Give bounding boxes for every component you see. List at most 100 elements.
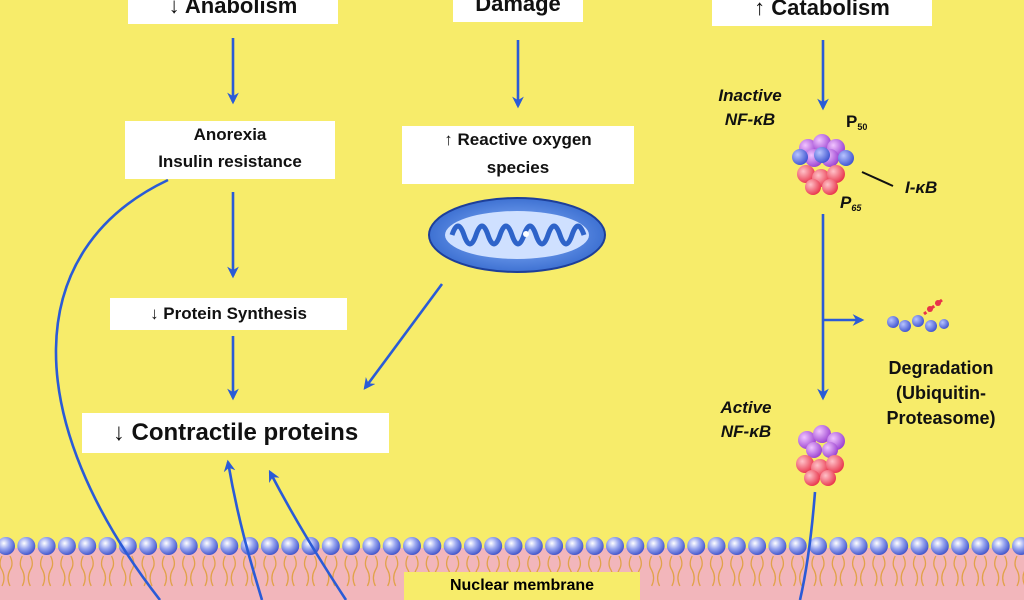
membrane-bead: [849, 537, 868, 555]
lipid-tail: [709, 555, 716, 587]
lipid-tail: [730, 555, 736, 587]
membrane-bead: [646, 537, 665, 555]
lipid-tail: [68, 555, 74, 587]
lipid-tail: [129, 555, 135, 587]
lipid-tail: [303, 555, 310, 587]
arrow-mitochondrion-to-contractile: [363, 283, 444, 390]
membrane-bead: [37, 537, 56, 555]
lipid-tail: [900, 555, 906, 587]
membrane-bead: [910, 537, 929, 555]
inactive-nfkb-complex-icon: [792, 134, 854, 195]
lipid-tail: [1022, 570, 1024, 586]
membrane-bead: [707, 537, 726, 555]
lipid-tail: [941, 555, 947, 587]
lipid-tail: [242, 555, 249, 587]
lipid-tail: [738, 555, 744, 587]
lipid-tail: [121, 555, 127, 587]
membrane-bead: [666, 537, 685, 555]
membrane-bead: [829, 537, 848, 555]
lipid-tail: [372, 555, 379, 587]
arrow-membrane-to-contractile-2: [268, 469, 348, 600]
membrane-bead: [930, 537, 949, 555]
membrane-bead: [423, 537, 442, 555]
lipid-tail: [677, 555, 683, 587]
lipid-tail: [385, 555, 391, 587]
membrane-bead: [382, 537, 401, 555]
lipid-tail: [811, 555, 817, 587]
membrane-bead: [971, 537, 990, 555]
lipid-tail: [161, 555, 168, 587]
membrane-bead: [809, 537, 827, 555]
membrane-bead: [545, 537, 564, 555]
membrane-bead: [403, 537, 421, 555]
anorexia-label: Anorexia: [193, 125, 267, 144]
lipid-tail: [851, 555, 858, 587]
membrane-bead: [991, 537, 1010, 555]
nuclear-membrane: [0, 537, 1024, 600]
p65-label: P65: [840, 193, 862, 213]
lipid-tail: [961, 555, 967, 587]
damage-box: Damage: [453, 0, 583, 22]
inactive-nfkb-label: Inactive NF-κB: [718, 86, 782, 129]
lipid-tail: [149, 555, 155, 587]
line-active-nfkb-to-membrane: [798, 491, 817, 600]
anorexia-insulin-box: Anorexia Insulin resistance: [125, 121, 335, 179]
membrane-bead: [484, 537, 503, 555]
membrane-bead: [57, 537, 76, 555]
lipid-tail: [283, 555, 289, 587]
lipid-tail: [344, 555, 350, 587]
membrane-bead: [565, 537, 584, 555]
mitochondrion-icon: [428, 197, 606, 273]
membrane-bead: [768, 537, 787, 555]
protein-synthesis-box: ↓ Protein Synthesis: [110, 298, 347, 330]
lipid-tail: [912, 555, 919, 587]
lipid-tail: [933, 555, 939, 587]
membrane-bead: [443, 537, 462, 555]
membrane-bead: [321, 537, 340, 555]
lipid-tail: [872, 555, 878, 587]
lipid-tail: [39, 555, 46, 587]
membrane-bead: [139, 537, 158, 555]
lipid-tail: [831, 555, 837, 587]
ubiquitin-fragments-icon: [887, 298, 949, 332]
species-line: species: [486, 158, 550, 177]
lipid-tail: [80, 555, 86, 587]
degradation-label: Degradation (Ubiquitin- Proteasome): [886, 358, 996, 428]
membrane-bead: [342, 537, 361, 555]
lipid-tail: [27, 555, 33, 587]
curve-anorexia-to-membrane: [54, 178, 169, 600]
membrane-bead: [504, 537, 523, 555]
lipid-tail: [271, 555, 277, 587]
lipid-tail: [770, 555, 777, 587]
lipid-tail: [920, 555, 927, 587]
membrane-bead: [687, 537, 706, 555]
arrow-membrane-to-contractile-1: [223, 459, 264, 600]
lipid-tail: [210, 555, 216, 587]
p50-label: P50: [846, 112, 868, 132]
reactive-oxygen-box: ↑ Reactive oxygen species: [402, 126, 634, 184]
lipid-tail: [656, 555, 663, 587]
lipid-tail: [1002, 555, 1008, 587]
lipid-tail: [819, 555, 825, 587]
reactive-oxygen-line: ↑ Reactive oxygen: [444, 130, 592, 149]
membrane-bead: [869, 537, 888, 555]
membrane-bead: [1012, 537, 1024, 555]
membrane-bead: [281, 537, 300, 555]
membrane-bead: [98, 537, 117, 555]
lipid-tail: [393, 555, 399, 587]
lipid-tail: [799, 555, 805, 587]
lipid-tail: [88, 555, 94, 587]
active-nfkb-icon: [796, 425, 845, 486]
lipid-tail: [689, 555, 695, 587]
membrane-bead: [179, 537, 198, 555]
membrane-bead: [524, 537, 543, 555]
membrane-bead: [78, 537, 97, 555]
membrane-bead: [159, 537, 178, 555]
lipid-tail: [0, 555, 5, 587]
membrane-bead: [788, 537, 807, 555]
membrane-bead: [260, 537, 279, 555]
anabolism-box: ↓ Anabolism: [128, 0, 338, 24]
lipid-tail: [778, 555, 785, 587]
membrane-bead: [727, 537, 746, 555]
